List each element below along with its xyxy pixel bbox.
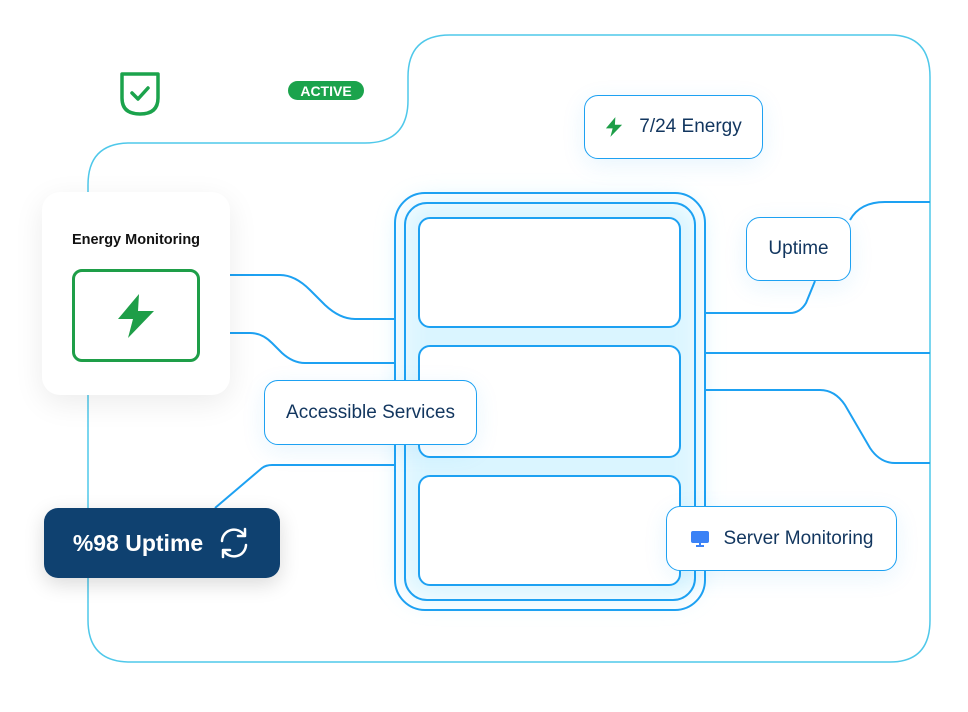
outer-frame <box>87 34 931 663</box>
energy-monitoring-card: Energy Monitoring <box>42 192 230 395</box>
uptime-percent-label: %98 Uptime <box>72 529 204 556</box>
accessible-services-card: Accessible Services <box>264 380 477 445</box>
uptime-label: Uptime <box>768 238 829 259</box>
accessible-services-label: Accessible Services <box>286 401 455 423</box>
uptime-percent-card: %98 Uptime <box>44 508 280 578</box>
status-badge: ACTIVE <box>288 81 364 100</box>
lightning-icon <box>606 117 623 137</box>
server-monitoring-card: Server Monitoring <box>666 506 897 571</box>
server-slot-3 <box>418 475 681 586</box>
server-monitoring-label: Server Monitoring <box>723 527 874 549</box>
energy-monitor-box <box>72 269 200 362</box>
lightning-icon <box>118 293 154 338</box>
uptime-card: Uptime <box>746 217 851 281</box>
shield-check-icon <box>120 72 160 116</box>
energy-monitoring-title: Energy Monitoring <box>71 232 201 248</box>
server-slot-1 <box>418 217 681 328</box>
energy-247-label: 7/24 Energy <box>639 116 742 137</box>
refresh-icon <box>220 527 248 559</box>
monitor-icon <box>690 530 709 547</box>
energy-247-card: 7/24 Energy <box>584 95 763 159</box>
